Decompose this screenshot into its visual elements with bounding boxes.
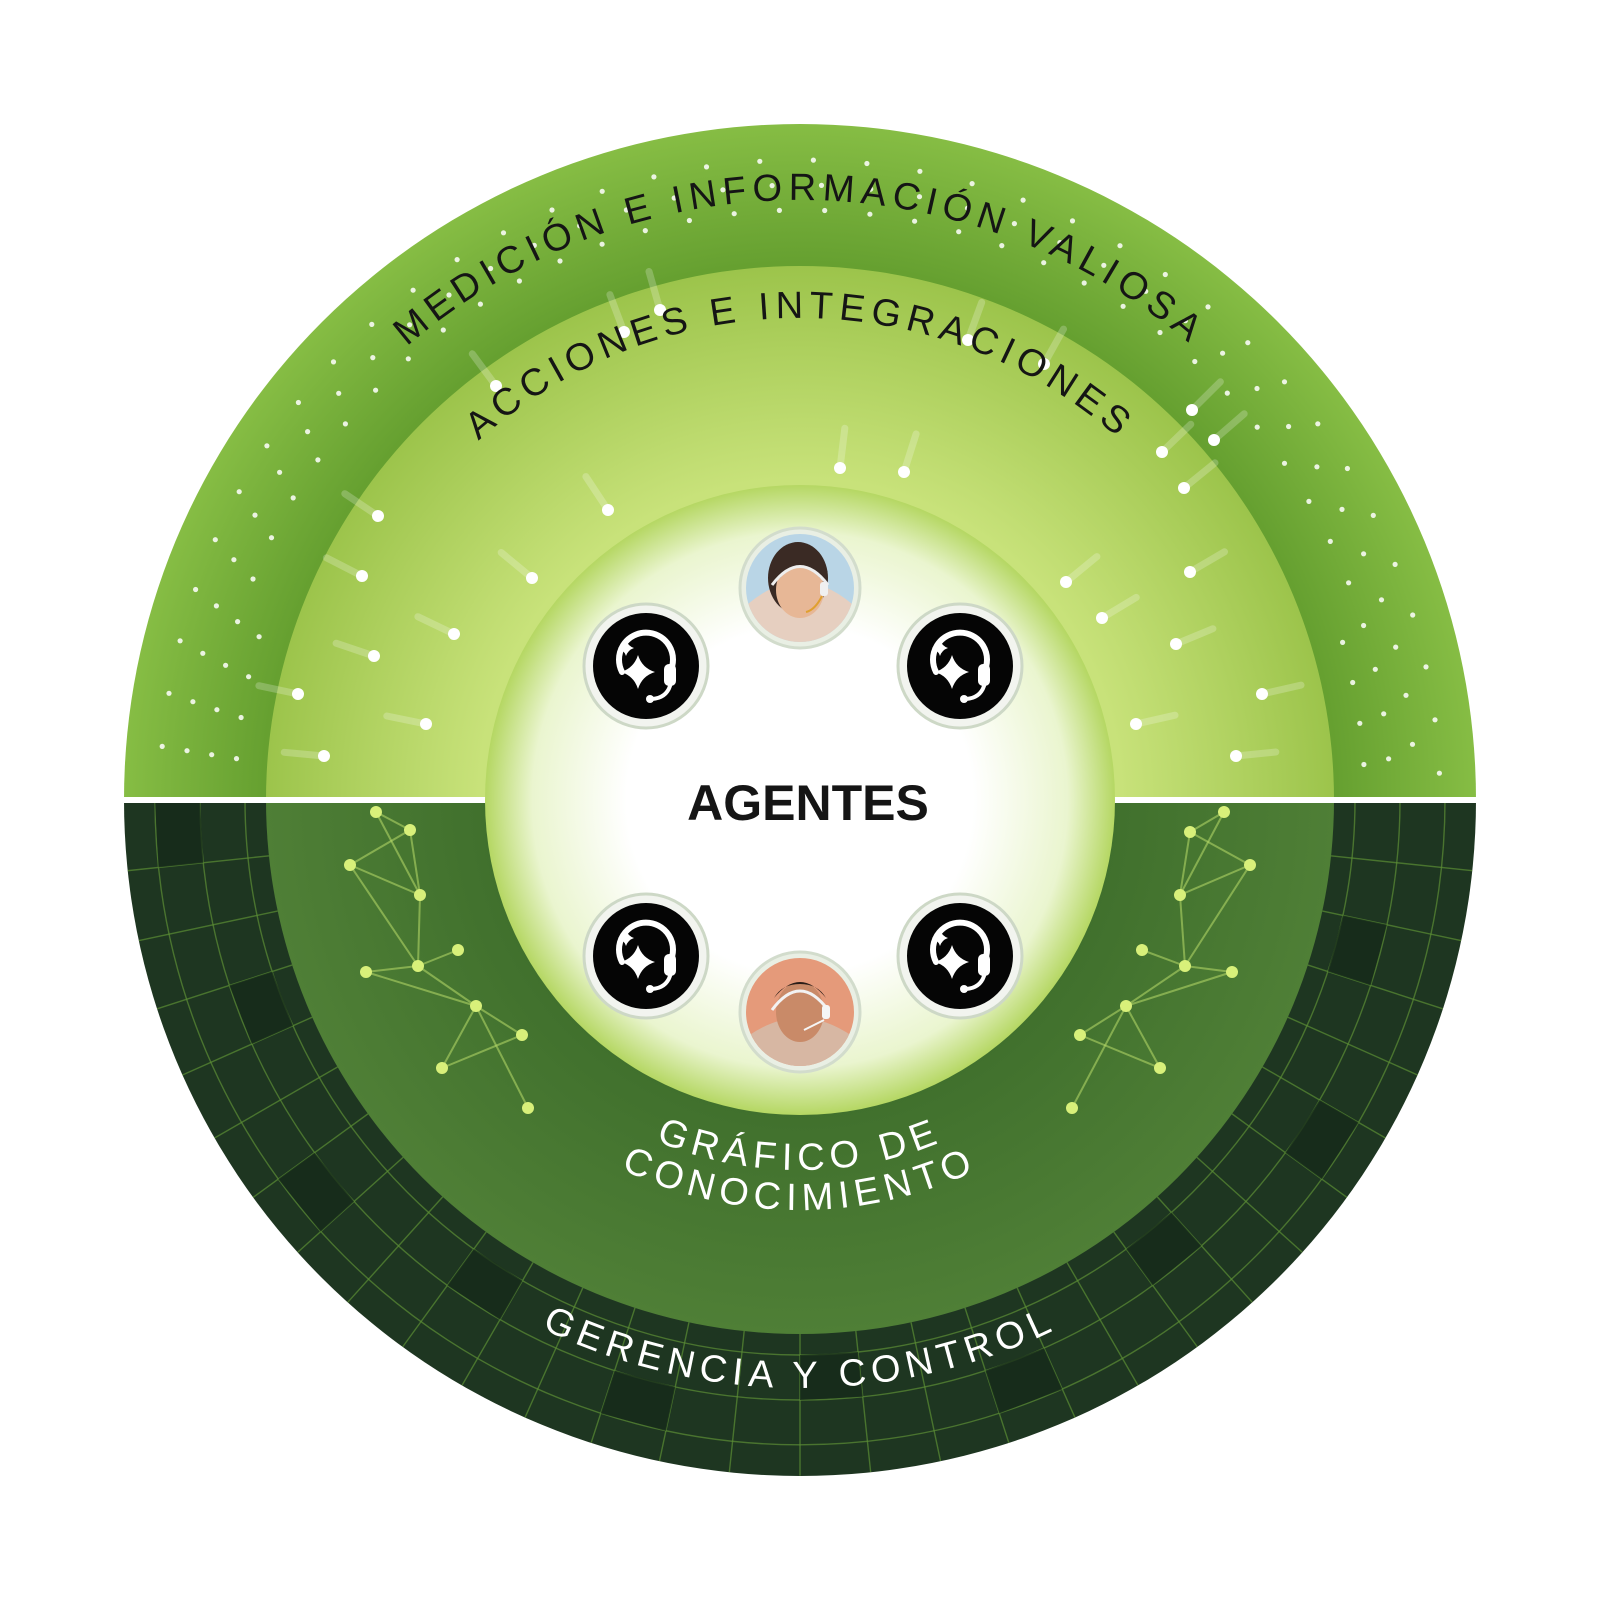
woman-headset-avatar <box>738 526 862 650</box>
dotted-arc-pattern <box>159 157 1442 776</box>
network-graph-icon <box>344 806 1256 1114</box>
ai-headset-icon <box>582 602 710 730</box>
center-title: AGENTES <box>687 775 929 831</box>
ai-headset-icon <box>896 602 1024 730</box>
grid-pattern <box>124 800 1476 1476</box>
sparkle-dots <box>255 268 1305 762</box>
ai-headset-icon <box>896 892 1024 1020</box>
man-headset-avatar <box>738 950 862 1074</box>
ai-headset-icon <box>582 892 710 1020</box>
